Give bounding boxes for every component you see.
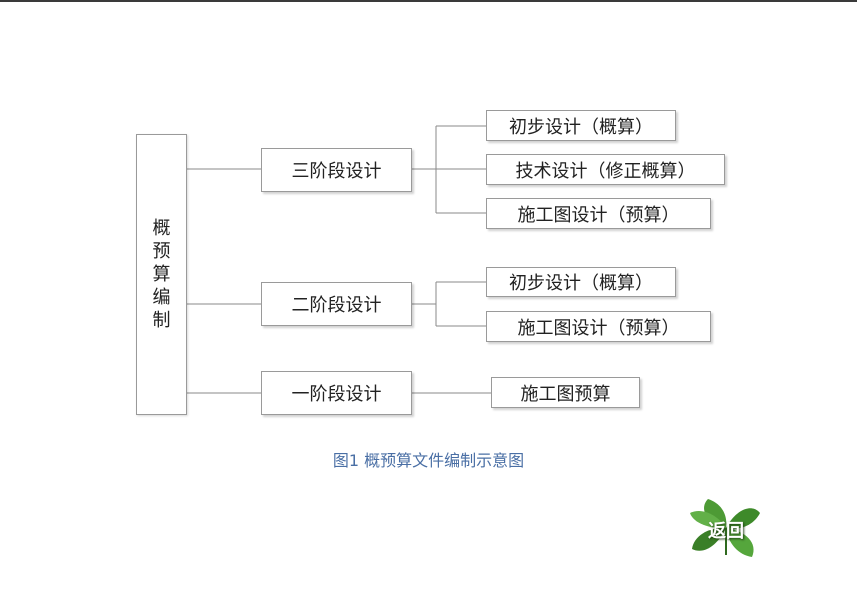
leaf-node-stage-2-construction: 施工图设计（预算） xyxy=(486,311,711,342)
stage-node-two-phase: 二阶段设计 xyxy=(261,282,412,326)
leaf-node-stage-3-construction-budget: 施工图预算 xyxy=(491,377,640,408)
root-node-label: 概预算编制 xyxy=(152,218,171,331)
leaf-node-stage-1-construction: 施工图设计（预算） xyxy=(486,198,711,229)
leaf-node-stage-2-preliminary: 初步设计（概算） xyxy=(486,267,676,297)
leaf-node-stage-1-technical: 技术设计（修正概算） xyxy=(486,154,725,185)
top-border xyxy=(0,0,857,2)
figure-caption: 图1 概预算文件编制示意图 xyxy=(332,451,525,470)
stage-node-one-phase: 一阶段设计 xyxy=(261,371,412,415)
leaf-node-label: 施工图预算 xyxy=(520,383,611,405)
stage-node-label: 一阶段设计 xyxy=(291,384,382,405)
stage-node-label: 三阶段设计 xyxy=(291,161,382,182)
leaf-node-label: 初步设计（概算） xyxy=(509,273,653,294)
connector-stage-2-trunk xyxy=(411,282,437,326)
leaf-node-label: 施工图设计（预算） xyxy=(517,317,680,339)
leaf-node-label: 初步设计（概算） xyxy=(509,116,653,138)
connector-stage-1-trunk xyxy=(411,126,437,213)
leaf-node-stage-1-preliminary: 初步设计（概算） xyxy=(486,110,676,141)
leaf-node-label: 施工图设计（预算） xyxy=(517,204,680,226)
back-button-label: 返回 xyxy=(708,521,744,542)
root-node: 概预算编制 xyxy=(136,134,187,415)
back-button[interactable]: 返回 xyxy=(688,495,764,561)
leaf-node-label: 技术设计（修正概算） xyxy=(515,160,696,182)
stage-node-label: 二阶段设计 xyxy=(291,295,382,316)
leaf-icon xyxy=(690,499,760,557)
stage-node-three-phase: 三阶段设计 xyxy=(261,148,412,192)
